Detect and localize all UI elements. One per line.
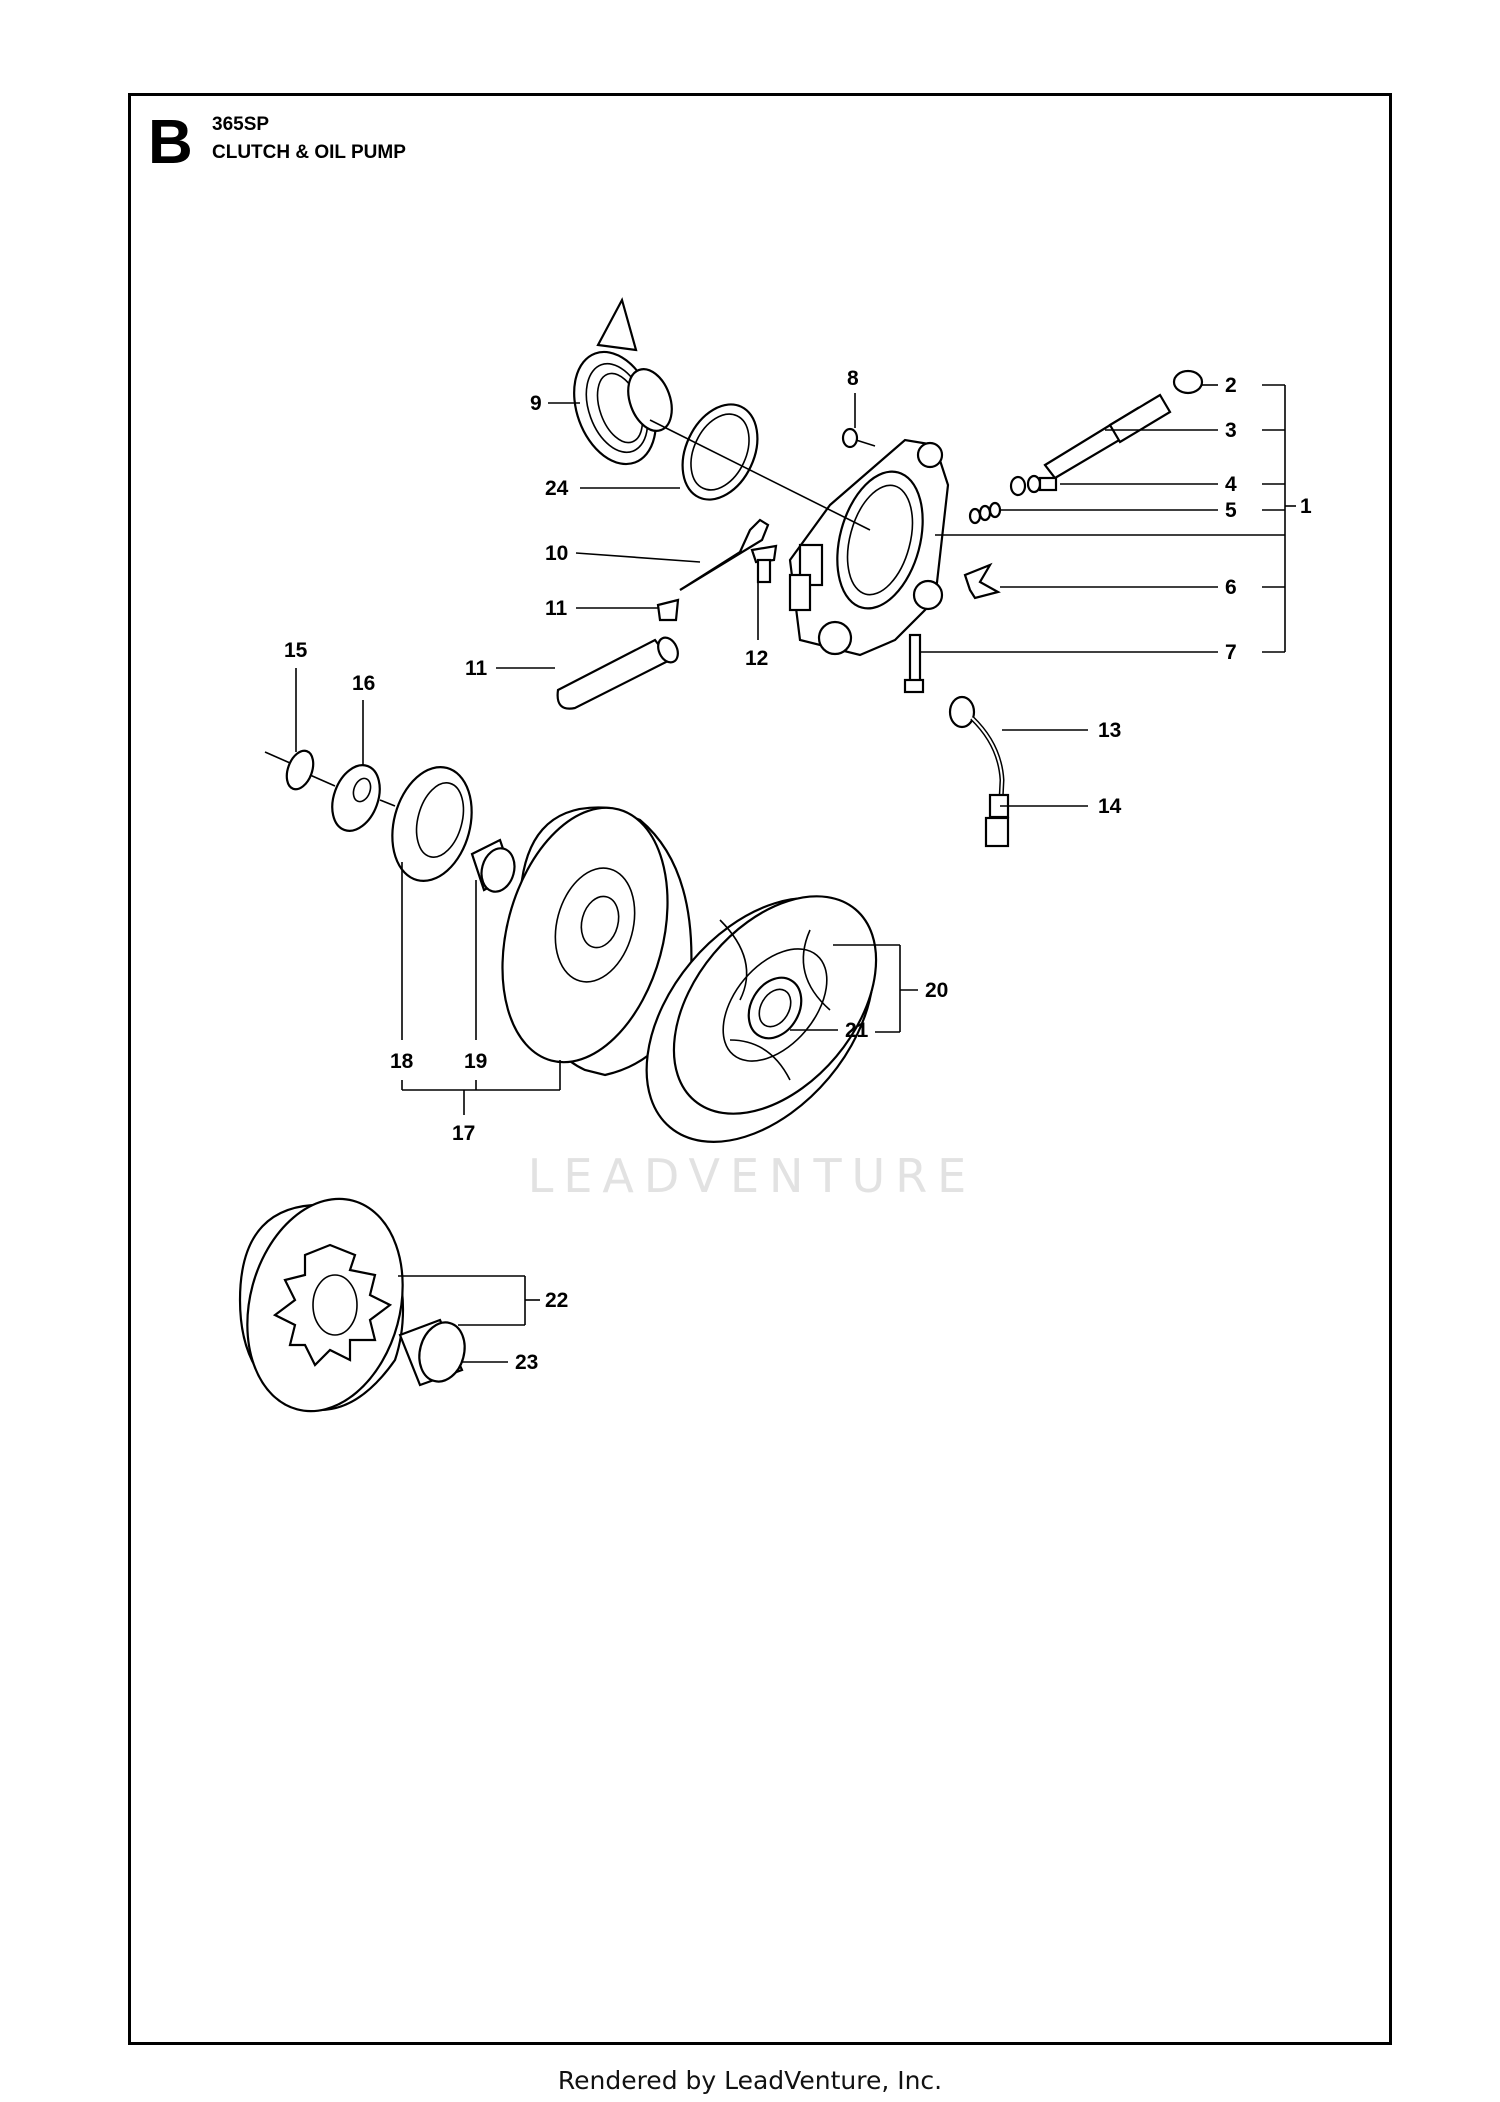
callout-11-lower[interactable]: 11 <box>465 657 488 680</box>
callout-18[interactable]: 18 <box>390 1050 414 1073</box>
callout-24[interactable]: 24 <box>545 477 569 500</box>
part-oil-screw[interactable] <box>750 544 778 584</box>
part-spur-sprocket[interactable] <box>225 1181 426 1428</box>
callout-13[interactable]: 13 <box>1098 719 1121 742</box>
part-oil-pump-body[interactable] <box>788 438 950 657</box>
callout-19[interactable]: 19 <box>464 1050 487 1073</box>
part-clutch-washer[interactable] <box>324 759 389 838</box>
callout-1[interactable]: 1 <box>1300 495 1312 518</box>
callout-11-upper[interactable]: 11 <box>545 597 568 620</box>
callout-14[interactable]: 14 <box>1098 795 1122 818</box>
part-o-ring[interactable] <box>668 392 772 511</box>
footer-credit: Rendered by LeadVenture, Inc. <box>557 2066 943 2095</box>
part-clutch-hub[interactable] <box>738 968 812 1047</box>
part-oil-hose[interactable] <box>948 695 1010 848</box>
callout-3[interactable]: 3 <box>1225 419 1237 442</box>
callout-9[interactable]: 9 <box>530 392 542 415</box>
part-circlip[interactable] <box>264 747 318 793</box>
callout-16[interactable]: 16 <box>352 672 375 695</box>
callout-23[interactable]: 23 <box>515 1351 538 1374</box>
part-spring[interactable] <box>968 501 1002 525</box>
callout-4[interactable]: 4 <box>1225 473 1237 496</box>
watermark-text: LEADVENTURE <box>528 1149 977 1203</box>
callout-labels: 1 2 3 4 5 6 7 8 9 10 11 11 12 13 14 15 1… <box>284 367 1312 1374</box>
part-sprocket-bearing[interactable] <box>398 1317 471 1387</box>
part-rim-sprocket[interactable] <box>380 758 483 890</box>
part-wire[interactable] <box>679 518 770 591</box>
part-key[interactable] <box>963 562 1001 600</box>
part-adjusting-screw[interactable] <box>903 633 925 694</box>
part-pump-shaft[interactable] <box>1043 393 1172 480</box>
leader-lines <box>295 384 1296 1363</box>
callout-20[interactable]: 20 <box>925 979 948 1002</box>
callout-12[interactable]: 12 <box>745 647 768 670</box>
callout-2[interactable]: 2 <box>1225 374 1237 397</box>
callout-8[interactable]: 8 <box>847 367 859 390</box>
callout-7[interactable]: 7 <box>1225 641 1237 664</box>
part-oil-pump-cover[interactable] <box>559 297 679 475</box>
callout-5[interactable]: 5 <box>1225 499 1237 522</box>
part-clutch-drum[interactable] <box>476 789 694 1081</box>
diagram-frame <box>128 93 1392 2045</box>
callout-21[interactable]: 21 <box>845 1019 869 1042</box>
section-letter: B <box>148 108 193 177</box>
callout-17[interactable]: 17 <box>452 1122 475 1145</box>
part-needle-bearing[interactable] <box>470 838 519 895</box>
part-pin[interactable] <box>556 634 682 710</box>
part-guide-bracket[interactable] <box>656 598 680 622</box>
callout-6[interactable]: 6 <box>1225 576 1237 599</box>
part-washer[interactable] <box>1009 474 1058 497</box>
model-number: 365SP <box>212 114 270 135</box>
callout-10[interactable]: 10 <box>545 542 568 565</box>
section-title: CLUTCH & OIL PUMP <box>212 142 406 163</box>
part-screw[interactable] <box>841 427 876 449</box>
callout-22[interactable]: 22 <box>545 1289 568 1312</box>
callout-15[interactable]: 15 <box>284 639 308 662</box>
part-cap[interactable] <box>1172 369 1204 395</box>
